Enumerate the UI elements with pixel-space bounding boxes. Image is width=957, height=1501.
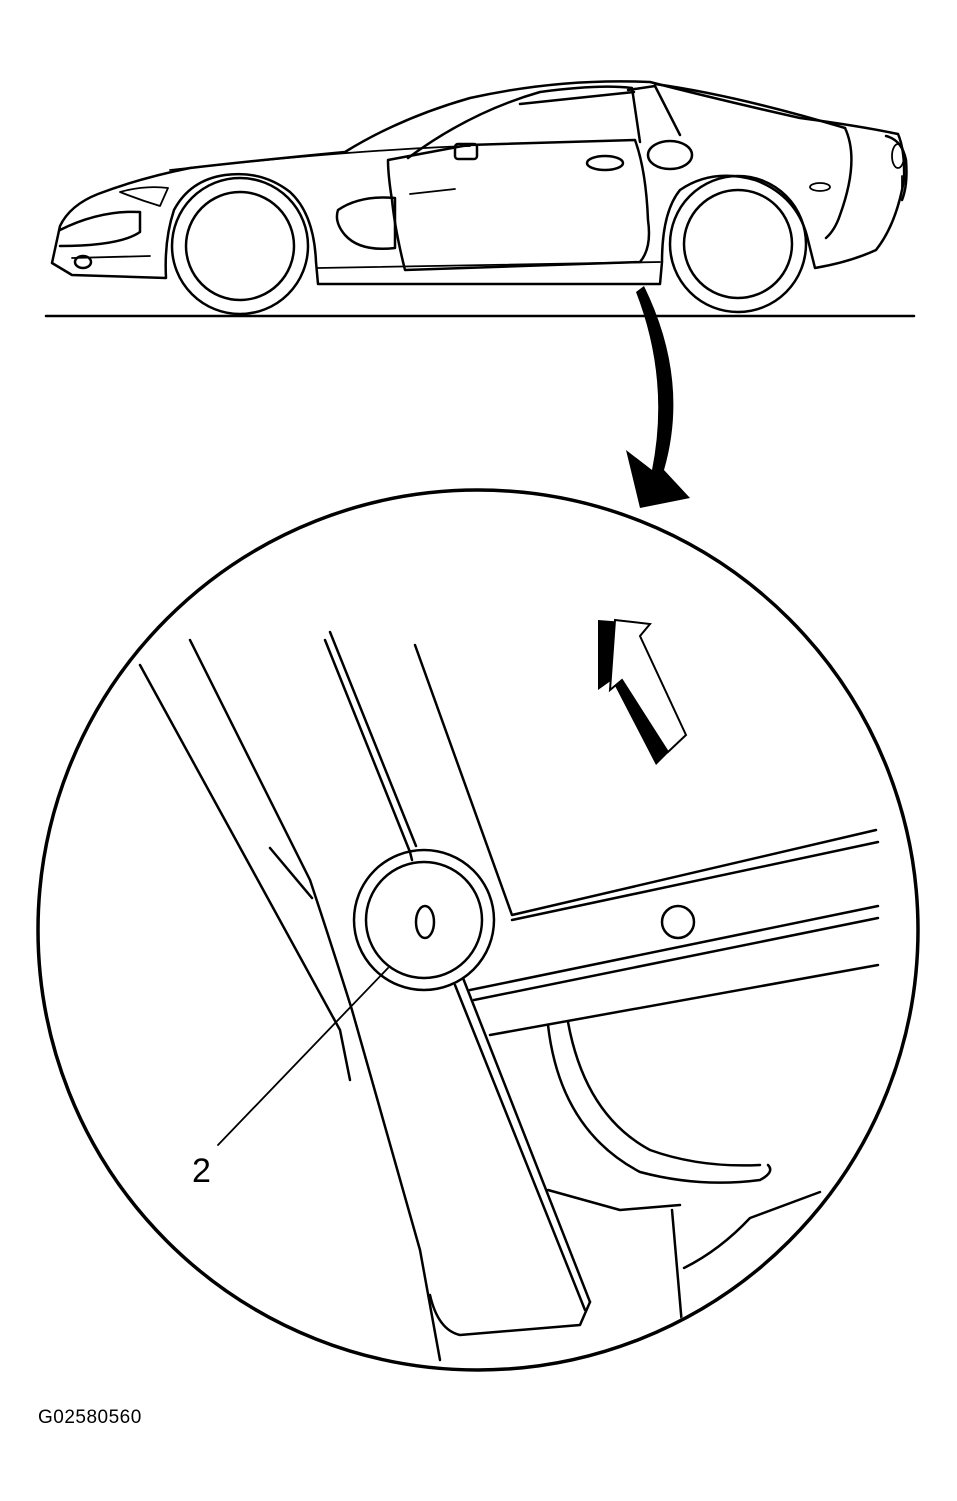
direction-arrow [598, 618, 688, 765]
callout-2-leader [217, 967, 389, 1146]
drain-plug [352, 848, 496, 992]
figure-id: G02580560 [38, 1407, 142, 1428]
callout-2-label: 2 [192, 1152, 211, 1190]
detail-magnified-view [36, 488, 920, 1372]
detail-view-arrow [626, 286, 690, 508]
car-side-view [44, 80, 916, 318]
